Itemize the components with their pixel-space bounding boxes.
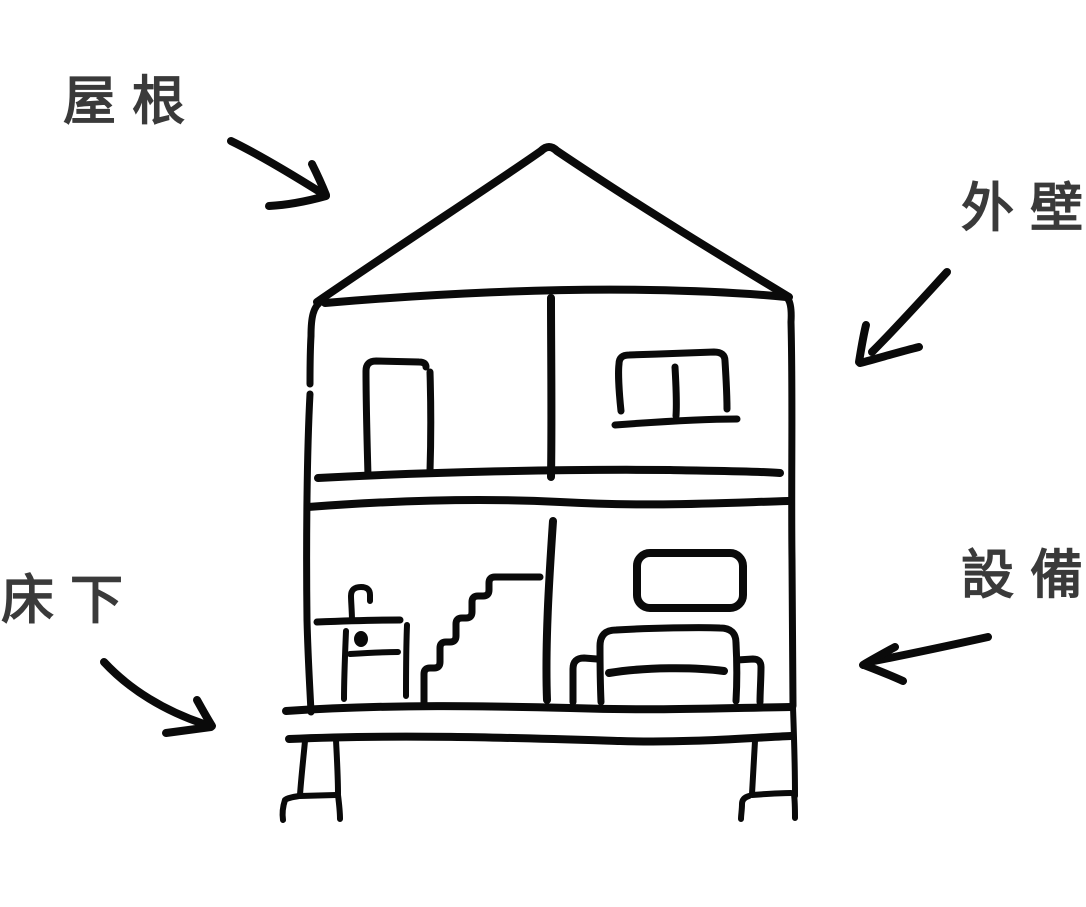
left-stilt-post — [283, 740, 340, 820]
staircase — [424, 577, 540, 706]
equipment-arrow-icon — [863, 637, 988, 681]
window — [615, 352, 737, 425]
equipment-label: 設備 — [961, 549, 1086, 602]
roof-outline — [317, 147, 789, 303]
underfloor-arrow-icon — [104, 662, 212, 733]
sink-drain-dot — [354, 631, 368, 647]
roof-label: 屋根 — [63, 75, 201, 128]
roof-arrow-icon — [231, 141, 326, 206]
exterior-wall-label: 外壁 — [961, 182, 1086, 235]
wall-panel — [637, 553, 743, 608]
exterior-wall-arrow-icon — [859, 272, 947, 363]
door — [366, 361, 431, 476]
right-stilt-post — [741, 707, 795, 819]
first-floor-interior-wall — [546, 521, 553, 700]
sofa — [573, 628, 761, 702]
sink — [317, 587, 407, 699]
underfloor-label: 床下 — [1, 574, 139, 627]
ground-floor-slab — [286, 706, 791, 741]
